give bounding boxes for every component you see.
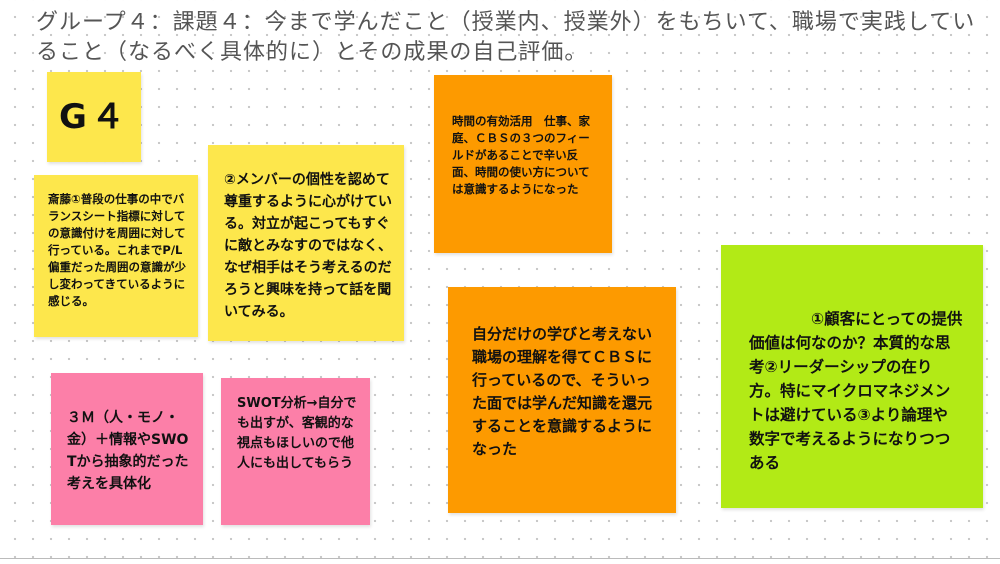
sticky-note-saito[interactable]: 斎藤①普段の仕事の中でバランスシート指標に対しての意識付けを周囲に対して行ってい… xyxy=(34,175,198,337)
sticky-note-time-management[interactable]: 時間の有効活用 仕事、家庭、ＣＢＳの３つのフィールドがあることで辛い反面、時間の… xyxy=(434,75,612,253)
sticky-note-g4[interactable]: G４ xyxy=(47,72,141,162)
page-title: グループ４：課題４：今まで学んだこと（授業内、授業外）をもちいて、職場で実践して… xyxy=(36,10,976,65)
sticky-note-customer-value[interactable]: ①顧客にとっての提供価値は何なのか？本質的な思考②リーダーシップの在り方。特にマ… xyxy=(721,245,983,508)
bottom-divider xyxy=(0,558,1000,559)
sticky-note-swot-analysis[interactable]: SWOT分析→自分でも出すが、客観的な視点もほしいので他人にも出してもらう xyxy=(221,378,370,525)
sticky-note-workplace-understanding[interactable]: 自分だけの学びと考えない 職場の理解を得てＣＢＳに行っているので、そういった面で… xyxy=(448,287,676,513)
sticky-note-member-individuality[interactable]: ②メンバーの個性を認めて尊重するように心がけている。対立が起こってもすぐに敵とみ… xyxy=(208,145,404,341)
sticky-note-3m-swot[interactable]: ３Ｍ（人・モノ・金）＋情報やSWOTから抽象的だった考えを具体化 xyxy=(51,373,203,525)
